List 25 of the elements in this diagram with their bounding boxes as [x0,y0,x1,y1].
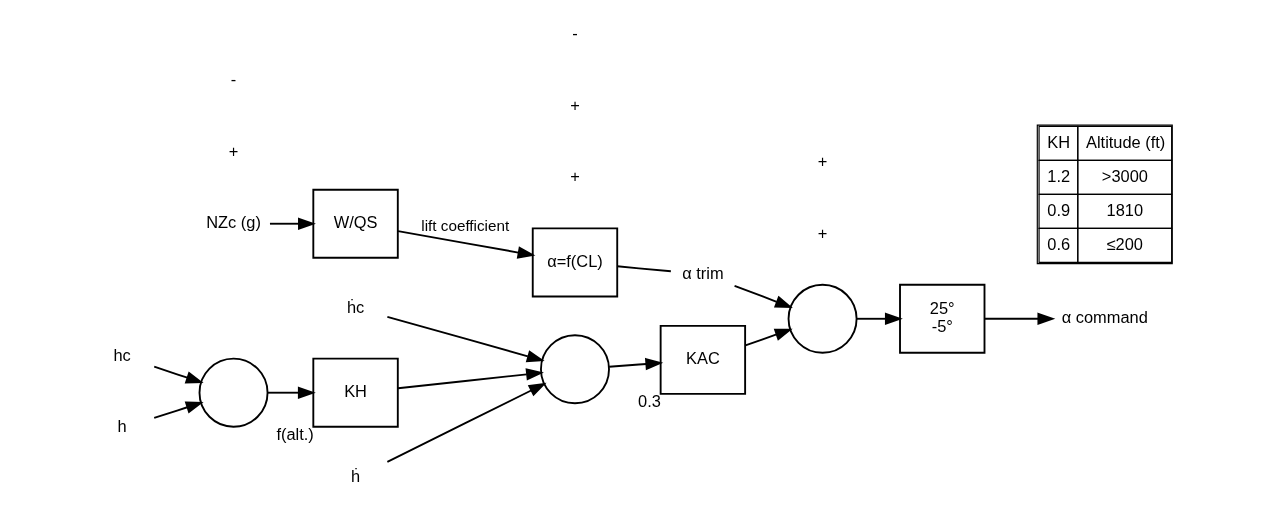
label: >3000 [1101,166,1148,185]
label: - [572,23,578,42]
label: 0.9 [1047,200,1071,219]
label: KH [1047,132,1071,151]
label: 1.2 [1047,166,1071,185]
label: + [817,151,828,170]
label: + [570,95,580,114]
label: 0.6 [1047,234,1071,253]
node-text: hc [113,345,131,364]
label: 1810 [1106,200,1144,219]
node-text: α trim [682,263,724,282]
node-text: h [117,416,127,435]
label: - [230,69,237,88]
edge-label: lift coefficient [421,216,510,234]
label: + [817,223,828,242]
label: Altitude (ft) [1086,132,1166,151]
node-text: ḣc [346,297,365,316]
node-text: NZc (g) [206,212,261,231]
label: + [228,141,239,159]
node-label: 0.3 [638,391,661,410]
node-text: ḣ [351,466,361,485]
label: ≤200 [1106,234,1143,253]
label: + [570,166,580,185]
node-text: α command [1061,307,1148,326]
node-label: f(alt.) [276,424,314,443]
